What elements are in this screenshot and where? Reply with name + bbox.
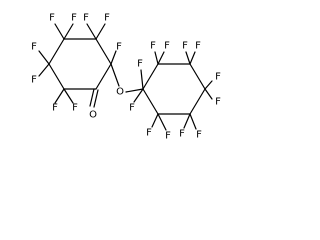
bond-c12-c7 xyxy=(142,88,159,115)
atom-label-f: F xyxy=(196,130,202,141)
bond-c10-f-a xyxy=(204,80,213,90)
bond-c9-f-a xyxy=(185,51,191,65)
atom-label-f: F xyxy=(179,129,185,140)
bond-c6-f-b xyxy=(38,63,50,77)
left-ring-bonds xyxy=(48,38,112,90)
atom-label-o-ether: O xyxy=(116,87,124,98)
molecule-structure: F F F F F F F F F O O F F F F F F F F F … xyxy=(31,13,221,142)
atom-label-f: F xyxy=(215,72,221,83)
bond-c4-o-1 xyxy=(89,88,95,107)
bond-c8-f-a xyxy=(154,51,159,65)
bond-c6-f-a xyxy=(38,50,50,65)
bond-c2-f-b xyxy=(95,23,106,40)
atom-label-f: F xyxy=(116,42,122,53)
bond-c5-f-b xyxy=(63,88,74,104)
atom-label-f: F xyxy=(104,13,110,24)
atom-label-f: F xyxy=(164,41,170,52)
bond-c8-f-b xyxy=(157,51,165,65)
atom-label-f: F xyxy=(31,42,37,53)
bond-c7-f xyxy=(140,69,144,90)
atom-label-f: F xyxy=(146,128,152,139)
bond-c12-f-a xyxy=(151,113,159,128)
bond-c1-f-a xyxy=(54,23,65,40)
atom-label-o-ketone: O xyxy=(89,110,97,121)
bond-c11-f-b xyxy=(189,113,197,130)
bond-c5-f-a xyxy=(54,88,65,104)
left-ring-cf-bonds xyxy=(38,23,117,104)
atom-label-f: F xyxy=(137,59,143,70)
atom-label-f: F xyxy=(150,41,156,52)
atom-label-f: F xyxy=(71,13,77,24)
bond-c9-f-b xyxy=(189,51,196,65)
bond-c10-c11 xyxy=(189,88,206,115)
ether-bonds xyxy=(110,63,144,93)
bond-c3-o xyxy=(110,63,120,87)
bond-o-c7 xyxy=(125,88,144,93)
atom-label-f: F xyxy=(182,41,188,52)
bond-c2-f-a xyxy=(86,23,97,40)
left-ring-labels: F F F F F F F F F O xyxy=(31,13,122,121)
right-ring-bonds xyxy=(142,63,206,115)
atom-label-f: F xyxy=(215,97,221,108)
atom-label-f: F xyxy=(195,41,201,52)
bond-c12-f-b xyxy=(157,113,167,131)
bond-c10-f-b xyxy=(204,88,213,100)
right-ring-labels: F F F F F F F F F F F F xyxy=(129,41,221,142)
bond-c1-f-b xyxy=(63,23,74,40)
atom-label-f: F xyxy=(129,103,135,114)
atom-label-f: F xyxy=(165,131,171,142)
bond-c3-f xyxy=(110,50,117,65)
atom-label-f: F xyxy=(72,103,78,114)
atom-label-f: F xyxy=(52,103,58,114)
bond-c4-o-2 xyxy=(93,89,99,108)
atom-label-f: F xyxy=(83,13,89,24)
bond-c11-f-a xyxy=(183,113,191,129)
bond-c5-c6 xyxy=(48,63,65,90)
bond-c9-c10 xyxy=(189,63,206,90)
ketone-double-bond xyxy=(89,88,99,108)
atom-label-f: F xyxy=(49,13,55,24)
bond-c2-c3 xyxy=(95,38,112,65)
bond-c6-c1 xyxy=(48,38,65,65)
bond-c7-c8 xyxy=(142,63,159,90)
bond-c7-f-b xyxy=(133,88,144,103)
atom-label-f: F xyxy=(31,75,37,86)
bond-c3-c4 xyxy=(95,63,112,90)
right-ring-cf-bonds xyxy=(133,51,213,131)
